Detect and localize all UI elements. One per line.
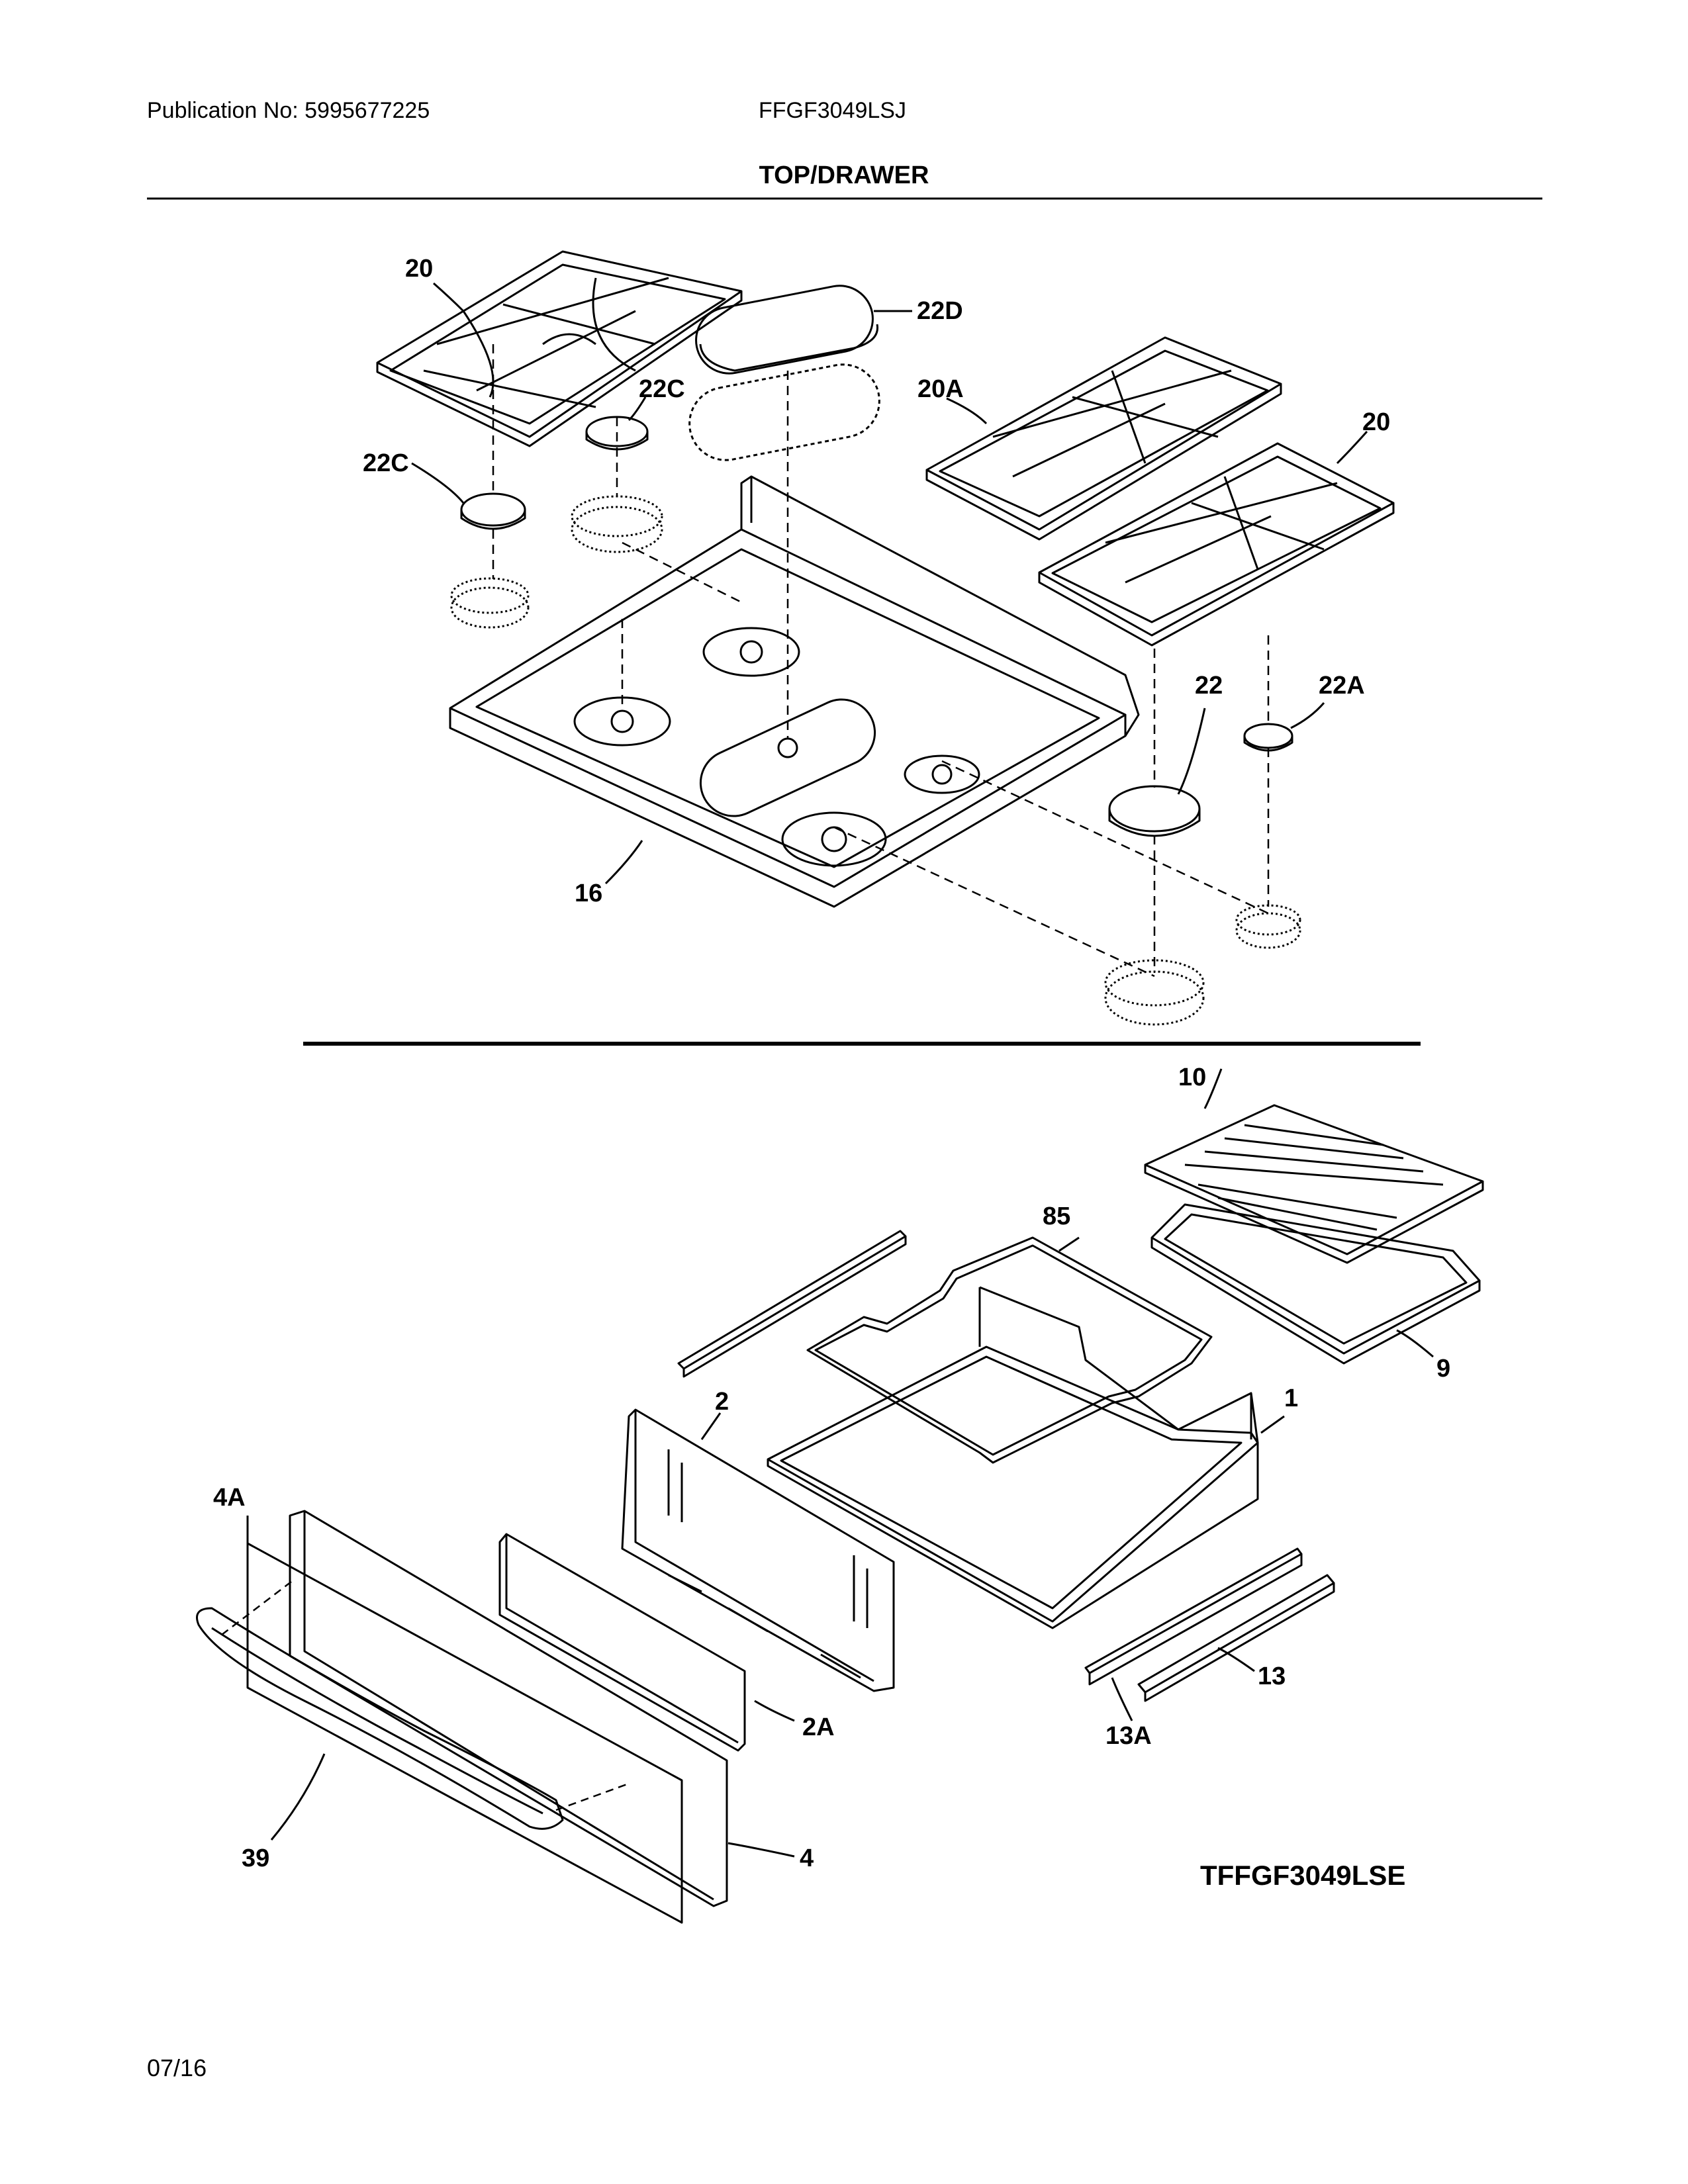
callout-grate-center: 20A xyxy=(917,375,964,403)
callout-slide: 13 xyxy=(1258,1662,1286,1690)
callout-cooktop: 16 xyxy=(575,880,602,907)
broiler-frame xyxy=(806,1236,1213,1464)
cap-large xyxy=(1108,785,1201,837)
callout-drawer-front: 4 xyxy=(800,1844,814,1872)
drawer-liner xyxy=(498,1533,746,1752)
section-title: TOP/DRAWER xyxy=(759,161,929,189)
publication-number: Publication No: 5995677225 xyxy=(147,98,430,123)
burner-head-rear-left xyxy=(571,495,663,553)
diagram-reference-code: TFFGF3049LSE xyxy=(1200,1860,1405,1891)
callout-broiler-pan: 9 xyxy=(1436,1355,1450,1383)
burner-head-large xyxy=(1104,959,1205,1026)
callout-drawer-back: 2 xyxy=(715,1388,729,1416)
cooktop xyxy=(449,475,1140,908)
model-number: FFGF3049LSJ xyxy=(759,98,906,123)
slide-right xyxy=(1137,1574,1335,1702)
callout-drawer-door-outer: 4A xyxy=(213,1484,246,1512)
drawer-handle xyxy=(196,1607,564,1830)
burner-head-front-right xyxy=(1235,904,1301,949)
alignment-lines-bottom xyxy=(221,1581,630,1811)
broiler-pan xyxy=(1150,1203,1481,1365)
callout-broiler-frame: 85 xyxy=(1043,1203,1070,1230)
burner-head-front-left xyxy=(450,577,530,629)
callout-grate-right: 20 xyxy=(1362,408,1390,436)
callout-cap-oval: 22D xyxy=(917,297,963,325)
drawer-door-outer xyxy=(246,1542,683,1924)
drawer-back xyxy=(621,1408,895,1692)
grate-right xyxy=(1038,442,1395,647)
callout-grate-left: 20 xyxy=(405,255,433,283)
footer-date: 07/16 xyxy=(147,2054,207,2081)
callout-cap-rear-left: 22C xyxy=(639,375,685,403)
callout-cap-front-left: 22C xyxy=(363,449,409,477)
callout-drawer-body: 1 xyxy=(1284,1385,1298,1412)
grate-left xyxy=(376,250,743,447)
callout-cap-large: 22 xyxy=(1195,672,1223,700)
grate-center xyxy=(925,336,1282,541)
callout-broiler-grid: 10 xyxy=(1178,1064,1206,1091)
cap-front-left xyxy=(460,492,526,530)
callout-handle: 39 xyxy=(242,1844,269,1872)
drawer-body xyxy=(767,1286,1259,1629)
alignment-lines-top xyxy=(492,344,1270,978)
callout-slide-rail: 13A xyxy=(1105,1722,1152,1750)
slide-rail-right xyxy=(1084,1547,1303,1686)
callout-cap-small: 22A xyxy=(1319,672,1365,700)
leader-lines xyxy=(246,282,1434,1858)
cap-small xyxy=(1243,723,1293,752)
callout-drawer-liner: 2A xyxy=(802,1713,835,1741)
slide-rail-left xyxy=(677,1230,907,1378)
broiler-grid xyxy=(1144,1104,1484,1264)
cap-oval xyxy=(688,285,880,461)
